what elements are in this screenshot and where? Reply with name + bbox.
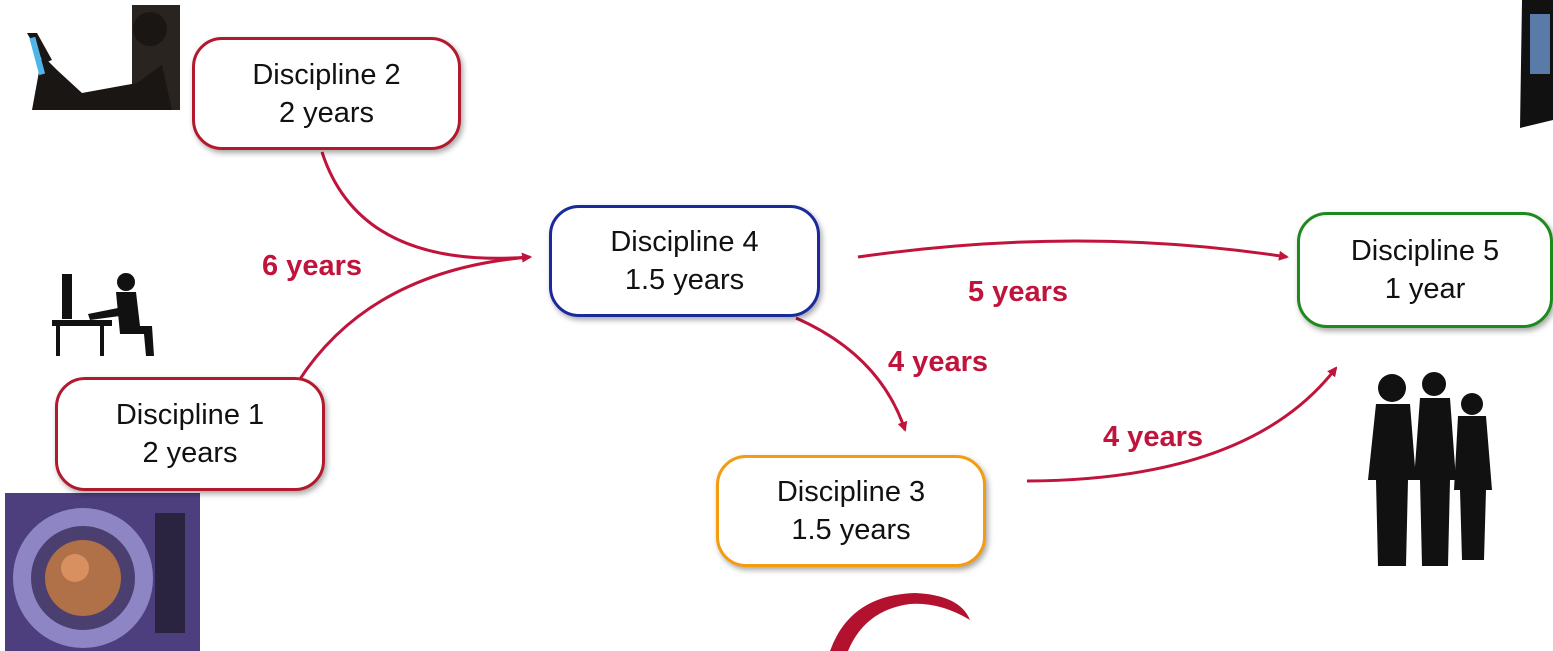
edge-label-discipline3-to-discipline5: 4 years <box>1103 421 1203 453</box>
edge-label-discipline4-to-discipline5: 5 years <box>968 276 1068 308</box>
red-swoosh-logo <box>820 590 970 651</box>
node-duration: 1 year <box>1384 273 1466 305</box>
node-discipline3: Discipline 3 1.5 years <box>716 455 986 567</box>
edge-label-discipline2-to-discipline4: 6 years <box>262 250 362 282</box>
laboratory-equipment-photo <box>5 493 200 651</box>
node-discipline2: Discipline 2 2 years <box>192 37 461 150</box>
business-people-silhouette-icon <box>1358 370 1498 568</box>
edge-discipline1-to-discipline4 <box>296 252 532 383</box>
node-name: Discipline 2 <box>252 58 401 91</box>
node-discipline4: Discipline 4 1.5 years <box>549 205 820 317</box>
node-name: Discipline 4 <box>610 226 759 258</box>
edge-discipline3-to-discipline5 <box>1026 366 1338 483</box>
scientist-silhouette-icon <box>22 5 180 110</box>
smartphone-photo <box>1512 0 1553 130</box>
node-name: Discipline 1 <box>115 399 265 431</box>
computer-user-silhouette-icon <box>48 268 160 358</box>
edge-discipline4-to-discipline5 <box>857 239 1289 261</box>
edge-discipline4-to-discipline3 <box>795 316 908 432</box>
node-name: Discipline 5 <box>1350 235 1500 267</box>
node-duration: 2 years <box>278 96 375 129</box>
node-duration: 1.5 years <box>624 264 745 296</box>
node-discipline5: Discipline 5 1 year <box>1297 212 1553 328</box>
node-duration: 2 years <box>142 437 238 469</box>
edge-label-discipline4-to-discipline3: 4 years <box>888 346 988 378</box>
node-duration: 1.5 years <box>791 514 911 546</box>
node-discipline1: Discipline 1 2 years <box>55 377 325 491</box>
node-name: Discipline 3 <box>776 476 926 508</box>
edge-discipline2-to-discipline4 <box>320 151 532 263</box>
